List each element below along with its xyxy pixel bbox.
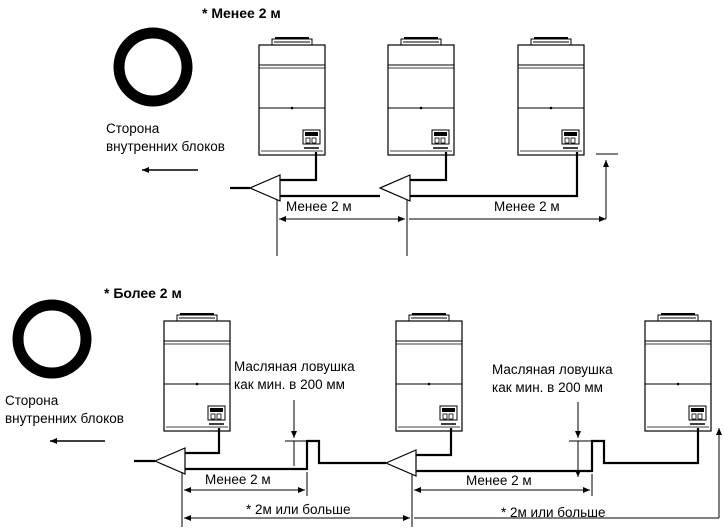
branch-joint-1 [154, 447, 186, 475]
oil-trap-2-line2: как мин. в 200 мм [492, 380, 603, 395]
bottom-title: * Более 2 м [104, 285, 182, 301]
oil-trap-1-line2: как мин. в 200 мм [234, 377, 345, 392]
outdoor-unit-3 [517, 36, 585, 156]
outdoor-unit-2 [387, 36, 455, 156]
top-title: * Менее 2 м [202, 5, 281, 21]
ok-ring-icon [12, 299, 92, 379]
top-side-label-line2: внутренних блоков [106, 139, 225, 154]
bottom-dim-short-2: Менее 2 м [466, 473, 532, 488]
bottom-dim-short-1: Менее 2 м [205, 472, 271, 487]
oil-trap-2-line1: Масляная ловушка [492, 362, 613, 377]
outdoor-unit-1 [258, 36, 326, 156]
bottom-piping [134, 428, 700, 473]
top-dim-label-1: Менее 2 м [286, 199, 352, 214]
oil-trap-markers [285, 400, 592, 477]
oil-trap-1-line1: Масляная ловушка [234, 359, 355, 374]
branch-joint-2 [385, 449, 417, 477]
outdoor-unit-1 [163, 312, 231, 432]
bottom-dimensions [181, 428, 722, 527]
bottom-diagram: * Более 2 м Сторона внутренних блоков Ма… [5, 285, 722, 527]
ok-ring-icon [113, 27, 193, 107]
top-side-label-line1: Сторона [106, 121, 160, 136]
bottom-dim-long-2: * 2м или больше [501, 505, 605, 520]
bottom-side-label-line1: Сторона [5, 393, 59, 408]
bottom-side-label-line2: внутренних блоков [5, 411, 124, 426]
top-piping [230, 152, 579, 198]
top-dim-label-2: Менее 2 м [494, 199, 560, 214]
branch-joint-2 [379, 174, 411, 202]
bottom-dim-long-1: * 2м или больше [246, 502, 350, 517]
outdoor-unit-2 [395, 312, 463, 432]
top-diagram: * Менее 2 м Сторона внутренних блоков [106, 5, 618, 256]
branch-joint-1 [249, 174, 281, 202]
top-dimensions [276, 153, 618, 256]
outdoor-unit-3 [644, 312, 712, 432]
